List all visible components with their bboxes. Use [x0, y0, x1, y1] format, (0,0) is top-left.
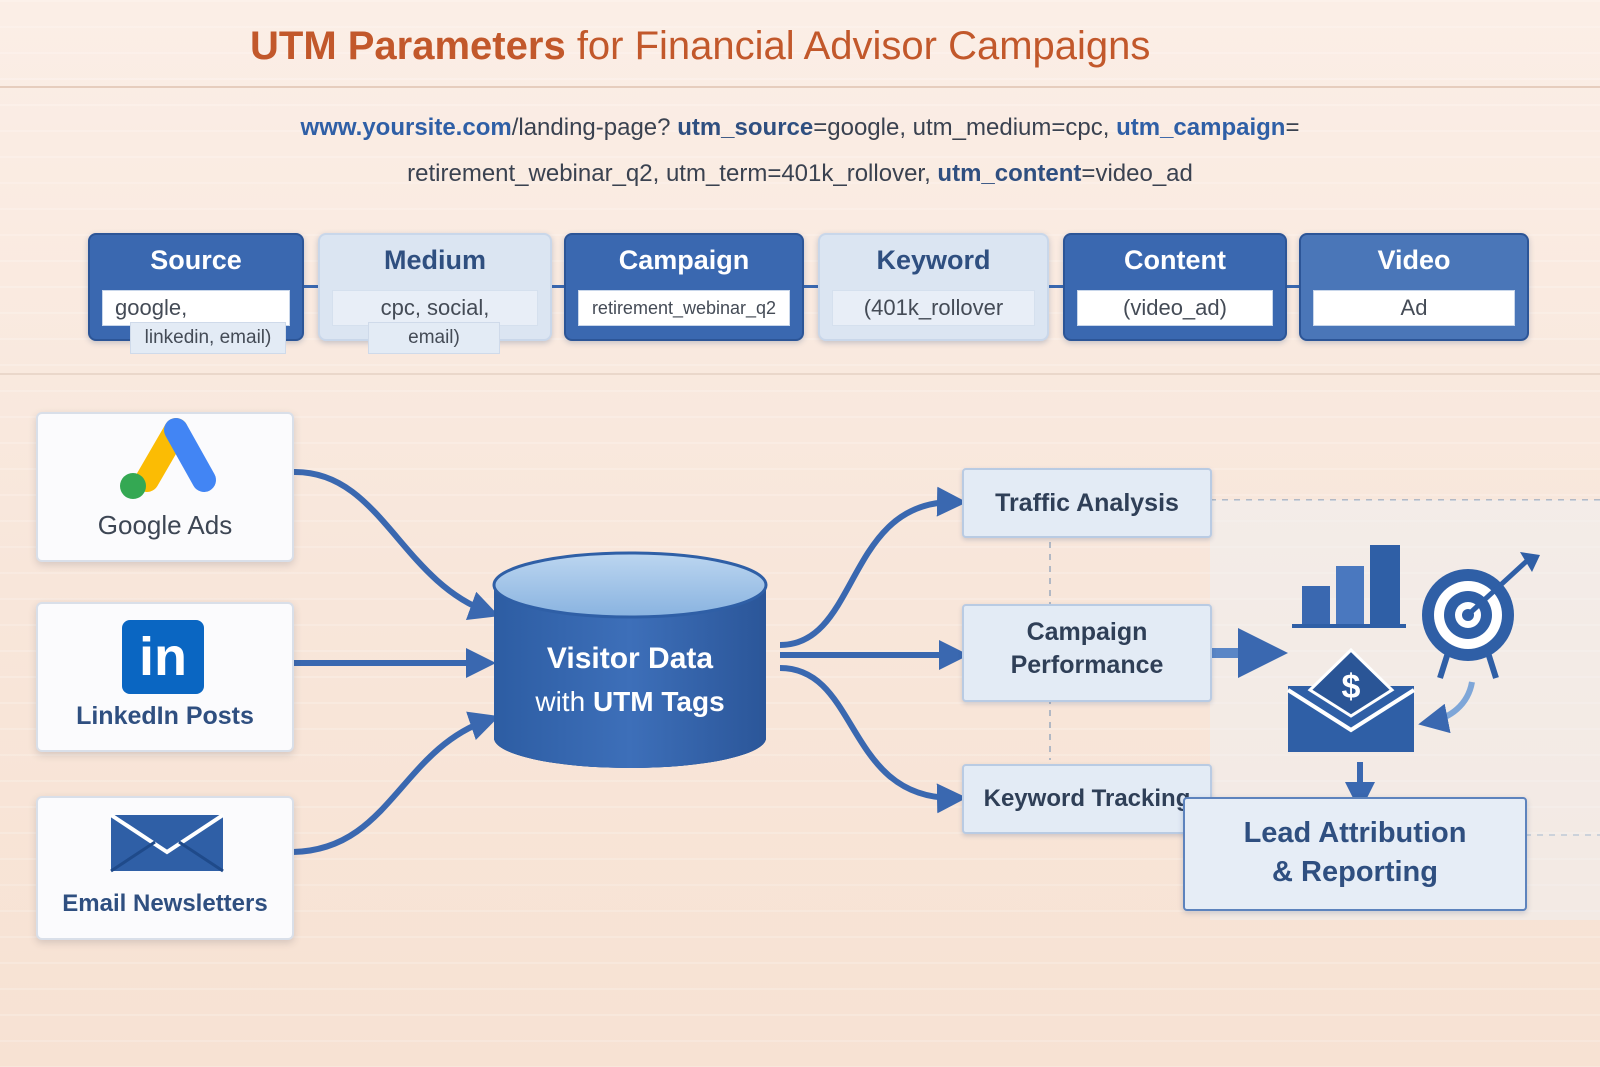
param-video-title: Video — [1377, 245, 1451, 275]
param-campaign-value: retirement_webinar_q2 — [578, 290, 790, 326]
param-connector — [800, 285, 818, 288]
url-medium-val: =cpc, — [1051, 114, 1117, 141]
title-rest: for Financial Advisor Campaigns — [576, 24, 1151, 68]
url-campaign-val: = — [1285, 114, 1300, 141]
section-divider — [0, 373, 1600, 375]
database-title: Visitor Data — [546, 642, 714, 675]
lead-attribution-box: Lead Attribution & Reporting — [1183, 797, 1527, 911]
url-domain: www.yoursite.com — [300, 114, 512, 141]
output-campaign-performance-line2: Performance — [1010, 651, 1164, 679]
param-source-extra: linkedin, email) — [130, 322, 286, 354]
param-content-value: (video_ad) — [1077, 290, 1273, 326]
url-content-val: =video_ad — [1081, 160, 1193, 187]
source-email: Email Newsletters — [36, 796, 294, 940]
url-source-val: =google, — [813, 114, 913, 141]
source-linkedin-label: LinkedIn Posts — [76, 702, 254, 730]
database-subtitle-bold: UTM Tags — [592, 686, 725, 717]
target-icon — [1422, 552, 1540, 679]
param-campaign: Campaign retirement_webinar_q2 — [564, 233, 804, 341]
page-title: UTM Parameters for Financial Advisor Cam… — [250, 24, 1150, 69]
param-content: Content (video_ad) — [1063, 233, 1287, 341]
url-campaign-rest: retirement_webinar_q2, — [407, 160, 666, 187]
source-email-label: Email Newsletters — [62, 890, 268, 917]
title-divider — [0, 86, 1600, 88]
param-content-title: Content — [1124, 245, 1226, 275]
url-content-key: utm_content — [937, 160, 1082, 187]
param-medium-extra: email) — [368, 322, 500, 354]
source-google-ads-label: Google Ads — [97, 510, 233, 540]
database-subtitle: with UTM Tags — [490, 686, 770, 718]
url-path: /landing-page? — [511, 114, 671, 141]
lead-attribution-line1: Lead Attribution — [1243, 817, 1467, 849]
param-medium-title: Medium — [383, 245, 486, 275]
param-keyword-title: Keyword — [876, 245, 991, 275]
url-medium-key: utm_medium — [912, 114, 1052, 141]
param-medium-value: cpc, social, — [332, 290, 538, 326]
output-traffic-analysis-label: Traffic Analysis — [995, 489, 1179, 517]
linkedin-icon-text: in — [139, 627, 187, 687]
output-keyword-tracking: Keyword Tracking — [962, 764, 1212, 834]
output-campaign-performance: Campaign Performance — [962, 604, 1212, 702]
bar-chart-icon — [1292, 545, 1406, 628]
url-source-key: utm_source — [677, 114, 814, 141]
param-source-title: Source — [150, 245, 242, 275]
url-term-val: =401k_rollover, — [767, 160, 938, 187]
param-keyword-value: (401k_rollover — [832, 290, 1035, 326]
param-video: Video Ad — [1299, 233, 1529, 341]
param-connector — [1283, 285, 1299, 288]
url-line-1: www.yoursite.com/landing-page? utm_sourc… — [0, 114, 1600, 142]
title-bold: UTM Parameters — [250, 24, 566, 68]
param-keyword: Keyword (401k_rollover — [818, 233, 1049, 341]
output-keyword-tracking-label: Keyword Tracking — [983, 785, 1191, 812]
param-video-value: Ad — [1313, 290, 1515, 326]
param-connector — [300, 285, 318, 288]
url-line-2: retirement_webinar_q2, utm_term=401k_rol… — [0, 160, 1600, 188]
database-subtitle-prefix: with — [535, 686, 593, 717]
param-campaign-title: Campaign — [618, 245, 750, 275]
param-connector — [1045, 285, 1063, 288]
money-envelope-icon — [1286, 647, 1416, 752]
dollar-symbol: $ — [1341, 668, 1361, 706]
param-connector — [548, 285, 564, 288]
url-term-key: utm_term — [665, 160, 768, 187]
output-traffic-analysis: Traffic Analysis — [962, 468, 1212, 538]
url-campaign-key: utm_campaign — [1116, 114, 1286, 141]
output-campaign-performance-line1: Campaign — [1026, 618, 1148, 646]
param-source-value: google, — [102, 290, 290, 326]
source-google-ads: Google Ads — [36, 412, 294, 562]
database-cylinder-icon — [492, 551, 768, 768]
lead-attribution-line2: & Reporting — [1272, 856, 1438, 888]
